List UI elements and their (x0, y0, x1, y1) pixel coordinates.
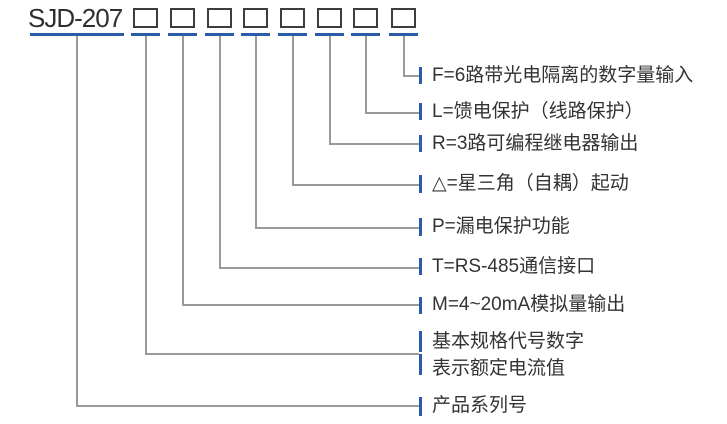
option-box-8 (391, 8, 416, 28)
connector-vertical-5 (292, 36, 294, 186)
label-basic-spec-line2: 表示额定电流值 (432, 358, 566, 379)
label-analog-output: M=4~20mA模拟量输出 (432, 294, 626, 315)
connector-horizontal-6 (329, 143, 419, 145)
connector-horizontal-7 (365, 112, 419, 114)
label-tick-star-delta (419, 175, 422, 193)
label-basic-spec: 基本规格代号数字 表示额定电流值 (432, 328, 584, 382)
option-box-1 (133, 8, 158, 28)
label-tick-leakage-protection (419, 218, 422, 236)
label-tick-rs485 (419, 258, 422, 275)
label-tick-digital-input (419, 67, 422, 84)
label-leakage-protection: P=漏电保护功能 (432, 216, 570, 237)
underline-box-6 (315, 33, 344, 36)
option-box-3 (207, 8, 232, 28)
option-box-4 (243, 8, 268, 28)
option-box-2 (170, 8, 195, 28)
label-tick-product-series (419, 397, 422, 416)
connector-vertical-2 (182, 36, 184, 306)
connector-horizontal-5 (292, 184, 419, 186)
connector-vertical-7 (365, 36, 367, 114)
underline-box-8 (389, 33, 418, 36)
connector-horizontal-2 (182, 304, 419, 306)
label-relay-output: R=3路可编程继电器输出 (432, 133, 639, 154)
underline-prefix (30, 33, 124, 36)
label-tick-analog-output (419, 297, 422, 314)
label-star-delta: △=星三角（自耦）起动 (432, 173, 629, 194)
connector-vertical-8 (403, 36, 405, 77)
underline-box-7 (351, 33, 380, 36)
label-product-series: 产品系列号 (432, 395, 528, 416)
label-tick-basic-spec-1 (419, 331, 422, 352)
label-basic-spec-line1: 基本规格代号数字 (432, 331, 585, 352)
option-box-6 (317, 8, 342, 28)
label-tick-basic-spec-2 (419, 354, 422, 375)
underline-box-4 (241, 33, 270, 36)
connector-horizontal-1 (145, 353, 419, 355)
underline-box-1 (131, 33, 160, 36)
option-box-7 (353, 8, 378, 28)
label-feeder-protection: L=馈电保护（线路保护） (432, 101, 644, 122)
label-digital-input: F=6路带光电隔离的数字量输入 (432, 65, 694, 86)
label-tick-relay-output (419, 135, 422, 152)
label-rs485: T=RS-485通信接口 (432, 256, 596, 277)
label-tick-feeder-protection (419, 103, 422, 120)
connector-horizontal-prefix (76, 405, 419, 407)
connector-vertical-prefix (76, 36, 78, 407)
connector-vertical-3 (219, 36, 221, 269)
connector-horizontal-8 (403, 75, 419, 77)
connector-vertical-4 (255, 36, 257, 229)
connector-vertical-1 (145, 36, 147, 355)
connector-horizontal-4 (255, 227, 419, 229)
underline-box-5 (278, 33, 307, 36)
underline-box-2 (168, 33, 197, 36)
underline-box-3 (205, 33, 234, 36)
model-prefix: SJD-207 (28, 3, 123, 33)
connector-horizontal-3 (219, 267, 419, 269)
option-box-5 (280, 8, 305, 28)
connector-vertical-6 (329, 36, 331, 145)
